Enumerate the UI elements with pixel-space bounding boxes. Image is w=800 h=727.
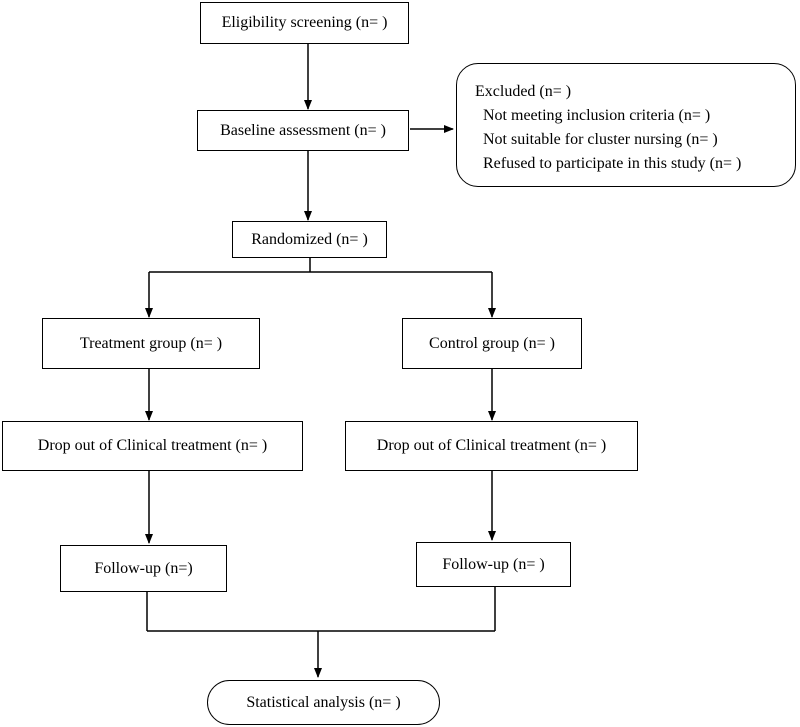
treatment-dropout-box: Drop out of Clinical treatment (n= ) xyxy=(2,421,303,471)
treatment-followup-label: Follow-up (n=) xyxy=(94,559,193,577)
treatment-followup-box: Follow-up (n=) xyxy=(60,545,227,592)
randomized-box: Randomized (n= ) xyxy=(232,221,387,258)
randomized-label: Randomized (n= ) xyxy=(251,230,368,248)
excluded-title: Excluded (n= ) xyxy=(475,83,572,100)
control-group-box: Control group (n= ) xyxy=(402,318,582,369)
baseline-assessment-box: Baseline assessment (n= ) xyxy=(197,110,409,151)
eligibility-screening-box: Eligibility screening (n= ) xyxy=(200,2,409,44)
control-group-label: Control group (n= ) xyxy=(429,334,555,352)
treatment-group-label: Treatment group (n= ) xyxy=(79,334,223,352)
statistical-analysis-terminal: Statistical analysis (n= ) xyxy=(207,680,440,725)
excluded-box: Excluded (n= ) Not meeting inclusion cri… xyxy=(456,63,796,187)
excluded-reason-refused: Refused to participate in this study (n=… xyxy=(483,155,742,172)
control-dropout-box: Drop out of Clinical treatment (n= ) xyxy=(345,421,638,471)
treatment-group-box: Treatment group (n= ) xyxy=(42,318,260,369)
control-followup-box: Follow-up (n= ) xyxy=(416,542,571,587)
excluded-reason-cluster-nursing: Not suitable for cluster nursing (n= ) xyxy=(483,131,718,148)
statistical-analysis-label: Statistical analysis (n= ) xyxy=(246,693,401,711)
eligibility-screening-label: Eligibility screening (n= ) xyxy=(221,14,388,31)
excluded-reason-inclusion-criteria: Not meeting inclusion criteria (n= ) xyxy=(483,107,711,124)
treatment-dropout-label: Drop out of Clinical treatment (n= ) xyxy=(37,437,268,454)
baseline-assessment-label: Baseline assessment (n= ) xyxy=(220,121,386,139)
control-dropout-label: Drop out of Clinical treatment (n= ) xyxy=(376,437,607,454)
control-followup-label: Follow-up (n= ) xyxy=(442,555,545,573)
